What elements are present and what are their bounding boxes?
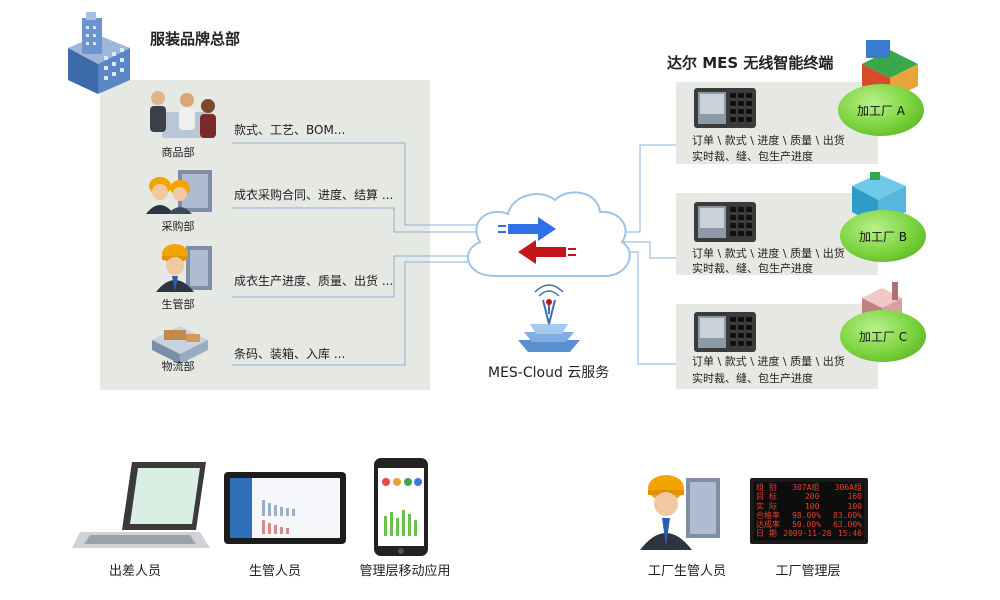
factory-a-badge: 加工厂 A: [838, 84, 924, 136]
led-cell: 200: [804, 492, 820, 502]
terminal-device-icon-a: [694, 88, 756, 128]
factory-c-line1: 订单 \ 款式 \ 进度 \ 质量 \ 出货: [692, 355, 845, 368]
bottom-label-travel-staff: 出差人员: [108, 564, 161, 579]
led-cell: 100: [847, 501, 862, 511]
logistics-warehouse-icon: [152, 326, 208, 364]
led-row: 组 别 307A组 306A组: [756, 483, 862, 492]
merchandising-people-icon: [150, 91, 216, 138]
factory-b-line1: 订单 \ 款式 \ 进度 \ 质量 \ 出货: [692, 247, 845, 260]
led-row: 日 期 2009-11-28 15:46: [756, 529, 862, 538]
arrow-out-icon: [498, 217, 556, 241]
led-row: 实 际 100 100: [756, 502, 862, 511]
dept-label-merchandising: 商品部: [161, 146, 195, 159]
dept-label-purchasing: 采购部: [161, 220, 195, 233]
factory-a-line2: 实时裁、缝、包生产进度: [692, 150, 813, 163]
led-cell: 达成率: [756, 520, 780, 530]
led-cell: 50.00%: [792, 520, 821, 530]
led-cell: 合格率: [756, 510, 780, 520]
factory-b-line2: 实时裁、缝、包生产进度: [692, 262, 813, 275]
dept-info-merchandising: 款式、工艺、BOM...: [234, 123, 346, 137]
led-cell: 组 别: [756, 483, 777, 492]
arrow-in-icon: [518, 240, 576, 264]
factory-b-name: 加工厂 B: [858, 229, 908, 244]
bottom-label-factory-management: 工厂管理层: [775, 564, 841, 579]
led-cell: 日 期: [756, 529, 777, 539]
bottom-label-management-mobile: 管理层移动应用: [359, 564, 451, 579]
led-cell: 83.00%: [833, 510, 862, 520]
dept-label-production: 生管部: [161, 298, 195, 311]
terminal-device-icon-b: [694, 202, 756, 242]
dept-label-logistics: 物流部: [161, 360, 195, 373]
led-board-table: 组 别 307A组 306A组 目 标 200 160 实 际 100 100 …: [756, 483, 862, 539]
led-cell: 306A组: [834, 483, 862, 492]
cloud-icon: [467, 191, 631, 277]
purchasing-workers-icon: [146, 170, 212, 214]
factory-worker-icon: [640, 475, 720, 550]
led-cell: 98.00%: [792, 510, 821, 520]
hq-title: 服装品牌总部: [150, 30, 241, 48]
led-board-icon: [750, 478, 868, 544]
dept-info-production: 成衣生产进度、质量、出货 ...: [234, 274, 394, 288]
smartphone-icon: [374, 458, 428, 556]
terminal-title: 达尔 MES 无线智能终端: [667, 54, 834, 72]
bottom-label-production-staff: 生管人员: [248, 564, 301, 579]
led-cell: 160: [847, 492, 862, 502]
led-cell: 实 际: [756, 501, 777, 511]
bottom-label-factory-production-staff: 工厂生管人员: [647, 564, 726, 579]
led-cell: 2009-11-28: [783, 529, 832, 539]
dept-info-logistics: 条码、装箱、入库 ...: [234, 347, 346, 361]
dept-info-purchasing: 成衣采购合同、进度、结算 ...: [234, 188, 394, 202]
terminal-device-icon-c: [694, 312, 756, 352]
led-row: 合格率 98.00% 83.00%: [756, 511, 862, 520]
laptop-icon: [72, 462, 210, 548]
cell-tower-icon: [518, 284, 580, 352]
hq-building-icon: [68, 12, 130, 94]
cloud-label: MES-Cloud 云服务: [488, 365, 610, 381]
led-cell: 100: [804, 501, 820, 511]
tablet-icon: [224, 472, 346, 544]
led-cell: 63.00%: [833, 520, 862, 530]
led-row: 目 标 200 160: [756, 492, 862, 501]
factory-a-line1: 订单 \ 款式 \ 进度 \ 质量 \ 出货: [692, 134, 845, 147]
factory-a-name: 加工厂 A: [856, 103, 906, 118]
factory-c-line2: 实时裁、缝、包生产进度: [692, 372, 813, 385]
led-cell: 307A组: [792, 483, 820, 492]
factory-b-badge: 加工厂 B: [840, 210, 926, 262]
production-worker-icon: [156, 244, 212, 292]
factory-c-badge: 加工厂 C: [840, 310, 926, 362]
led-row: 达成率 50.00% 63.00%: [756, 520, 862, 529]
hq-connectors: [232, 142, 480, 366]
led-cell: 15:46: [837, 529, 862, 539]
led-cell: 目 标: [756, 492, 777, 502]
factory-c-name: 加工厂 C: [858, 329, 908, 344]
